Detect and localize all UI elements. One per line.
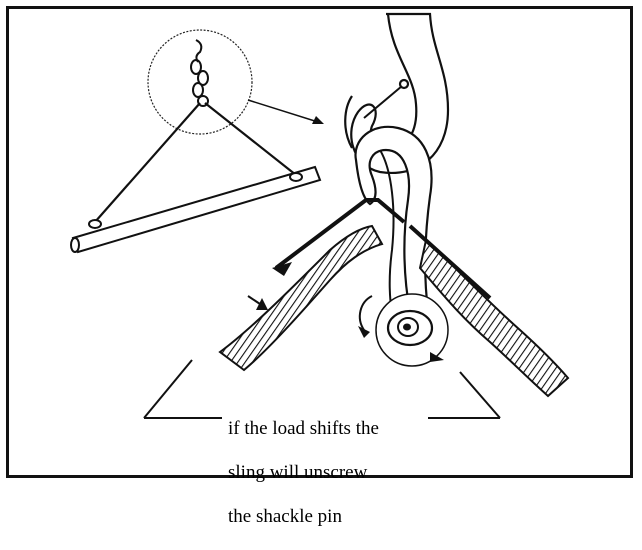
small-arrow-icon [248,296,268,310]
caption-line-2: sling will unscrew [228,462,528,484]
shackle-pin-detail [376,294,448,366]
caption-text: if the load shifts the sling will unscre… [228,396,528,550]
inset-sling-left [95,103,200,222]
inset-spreader-diagram [71,30,324,252]
inset-hook-icon [191,40,208,106]
inset-spreader-bar [71,167,320,252]
inset-shackle-left [89,220,101,228]
caption-line-1: if the load shifts the [228,418,528,440]
inset-shackle-right [290,173,302,181]
pointer-line [248,100,318,122]
caption-line-3: the shackle pin [228,506,528,528]
inset-sling-right [205,103,296,175]
rotation-arrow-icon [358,296,372,338]
